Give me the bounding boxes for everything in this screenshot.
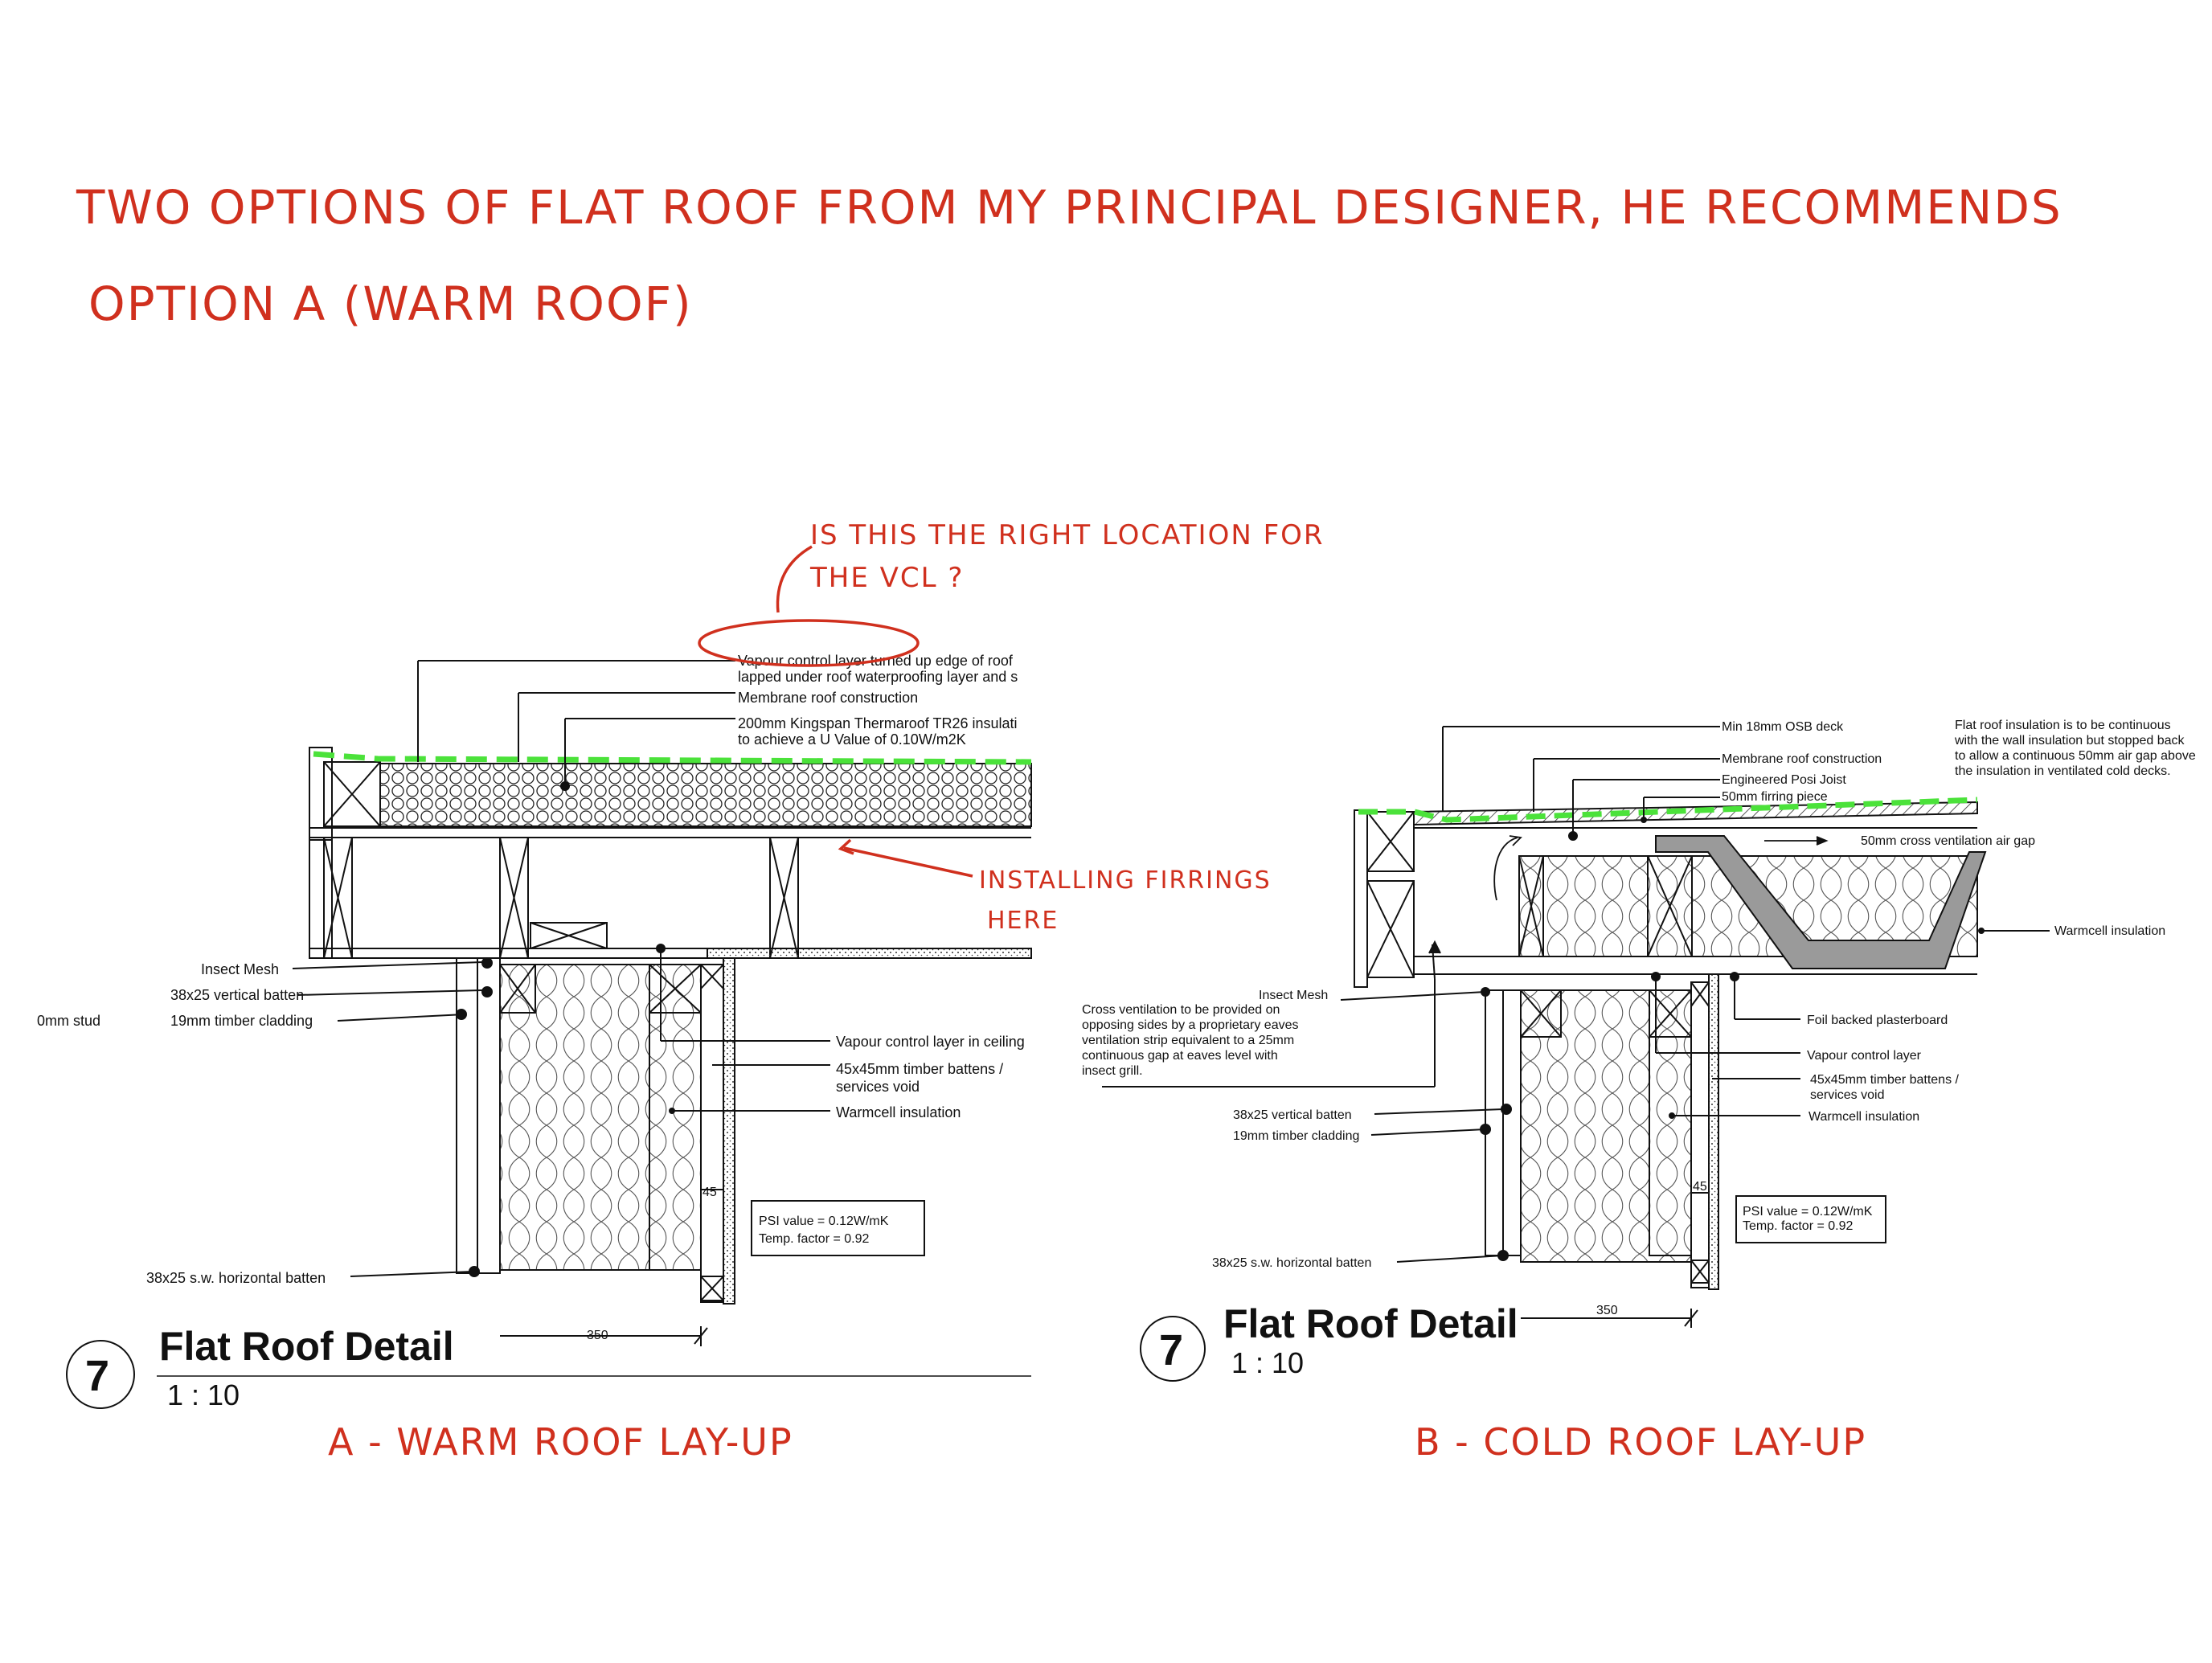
detail-title-b: Flat Roof Detail [1223, 1301, 1518, 1346]
header-line-2: OPTION A (WARM ROOF) [88, 276, 693, 331]
label-b-psi-2: Temp. factor = 0.92 [1743, 1219, 1854, 1233]
detail-number-b: 7 [1159, 1326, 1183, 1374]
label-a-insect-mesh: Insect Mesh [201, 961, 279, 977]
label-a-vcl-ceiling: Vapour control layer in ceiling [836, 1034, 1025, 1050]
label-b-cross-3: ventilation strip equivalent to a 25mm [1082, 1034, 1294, 1047]
detail-number-circle-a [66, 1340, 135, 1409]
firrings-line-2: HERE [987, 907, 1059, 935]
label-b-foil: Foil backed plasterboard [1807, 1014, 1948, 1027]
label-b-psi-1: PSI value = 0.12W/mK [1743, 1205, 1873, 1219]
label-b-firring: 50mm firring piece [1722, 790, 1828, 804]
label-b-warmcell-wall: Warmcell insulation [1809, 1110, 1919, 1124]
label-b-cross-1: Cross ventilation to be provided on [1082, 1003, 1280, 1017]
label-a-stud: 0mm stud [37, 1013, 100, 1029]
detail-a-text: Vapour control layer turned up edge of r… [37, 653, 1025, 1411]
membrane-b [1358, 797, 1978, 823]
label-b-cross-2: opposing sides by a proprietary eaves [1082, 1018, 1299, 1032]
detail-title-a: Flat Roof Detail [159, 1324, 454, 1369]
label-b-battens-1: 45x45mm timber battens / [1810, 1073, 1960, 1087]
vcl-question-line-2: THE VCL ? [809, 562, 964, 594]
label-b-dim-45: 45 [1693, 1180, 1707, 1194]
label-a-vcl-edge-2: lapped under roof waterproofing layer an… [738, 669, 1018, 685]
markup-a-text: IS THIS THE RIGHT LOCATION FOR THE VCL ?… [328, 519, 1325, 1464]
firrings-arrow-head [838, 838, 854, 855]
label-b-warmcell-roof: Warmcell insulation [2054, 924, 2165, 938]
label-a-psi-1: PSI value = 0.12W/mK [759, 1214, 889, 1228]
label-a-warmcell: Warmcell insulation [836, 1104, 961, 1120]
caption-b: B - COLD ROOF LAY-UP [1415, 1420, 1866, 1464]
fascia-a [309, 747, 333, 841]
detail-number-circle-b [1140, 1316, 1206, 1382]
header-annotation: TWO OPTIONS OF FLAT ROOF FROM MY PRINCIP… [76, 180, 2062, 331]
label-a-vertical-batten: 38x25 vertical batten [170, 987, 304, 1003]
detail-scale-b: 1 : 10 [1231, 1346, 1304, 1379]
detail-a-warm-roof [66, 660, 1032, 1409]
psi-box-b [1735, 1195, 1886, 1243]
label-b-osb: Min 18mm OSB deck [1722, 720, 1844, 734]
label-b-vertical-batten: 38x25 vertical batten [1233, 1108, 1352, 1122]
label-b-air-gap: 50mm cross ventilation air gap [1861, 834, 2035, 848]
membrane-a [313, 751, 1032, 765]
label-b-horizontal-batten: 38x25 s.w. horizontal batten [1212, 1256, 1371, 1270]
label-b-membrane: Membrane roof construction [1722, 752, 1882, 766]
detail-number-a: 7 [85, 1352, 109, 1400]
cladding-a [456, 957, 478, 1274]
header-line-1: TWO OPTIONS OF FLAT ROOF FROM MY PRINCIP… [76, 180, 2062, 235]
detail-b-cold-roof [1102, 726, 2050, 1382]
caption-a: A - WARM ROOF LAY-UP [328, 1420, 793, 1464]
detail-scale-a: 1 : 10 [167, 1378, 240, 1411]
label-b-cross-4: continuous gap at eaves level with [1082, 1049, 1278, 1063]
label-b-cladding: 19mm timber cladding [1233, 1129, 1359, 1143]
kingspan-insulation-a [379, 763, 1032, 827]
detail-b-text: Min 18mm OSB deck Membrane roof construc… [1082, 719, 2196, 1464]
label-b-battens-2: services void [1810, 1088, 1884, 1102]
vcl-question-line-1: IS THIS THE RIGHT LOCATION FOR [810, 519, 1325, 551]
label-a-battens-1: 45x45mm timber battens / [836, 1061, 1003, 1077]
label-a-dim-350: 350 [587, 1329, 608, 1342]
vcl-leader-markup [776, 545, 813, 613]
label-a-cladding: 19mm timber cladding [170, 1013, 313, 1029]
joist-a-1 [499, 837, 529, 959]
label-b-insect-mesh: Insect Mesh [1259, 989, 1328, 1002]
fascia-b [1354, 809, 1368, 988]
label-a-battens-2: services void [836, 1079, 920, 1095]
firrings-line-1: INSTALLING FIRRINGS [979, 866, 1272, 895]
label-a-dim-45: 45 [703, 1186, 717, 1199]
cladding-b [1485, 989, 1504, 1256]
psi-box-a [751, 1200, 925, 1256]
warmcell-wall-a [499, 964, 702, 1271]
label-b-joist: Engineered Posi Joist [1722, 773, 1846, 787]
label-a-insulation-1: 200mm Kingspan Thermaroof TR26 insulati [738, 715, 1018, 731]
label-a-membrane: Membrane roof construction [738, 690, 918, 706]
label-b-vcl: Vapour control layer [1807, 1049, 1922, 1063]
label-a-horizontal-batten: 38x25 s.w. horizontal batten [146, 1270, 326, 1286]
label-b-note-3: to allow a continuous 50mm air gap above [1955, 749, 2196, 763]
markup-a [698, 545, 973, 878]
label-b-note-1: Flat roof insulation is to be continuous [1955, 719, 2171, 732]
label-b-cross-5: insect grill. [1082, 1064, 1143, 1078]
posi-joist-web-b [1655, 835, 1987, 969]
label-a-psi-2: Temp. factor = 0.92 [759, 1232, 870, 1246]
label-a-insulation-2: to achieve a U Value of 0.10W/m2K [738, 731, 966, 748]
label-b-note-2: with the wall insulation but stopped bac… [1954, 734, 2185, 748]
label-b-dim-350: 350 [1596, 1304, 1618, 1317]
vcl-circle-markup [698, 619, 920, 667]
firrings-arrow-line [843, 846, 973, 878]
warmcell-wall-b [1520, 989, 1692, 1263]
label-b-note-4: the insulation in ventilated cold decks. [1955, 764, 2171, 778]
